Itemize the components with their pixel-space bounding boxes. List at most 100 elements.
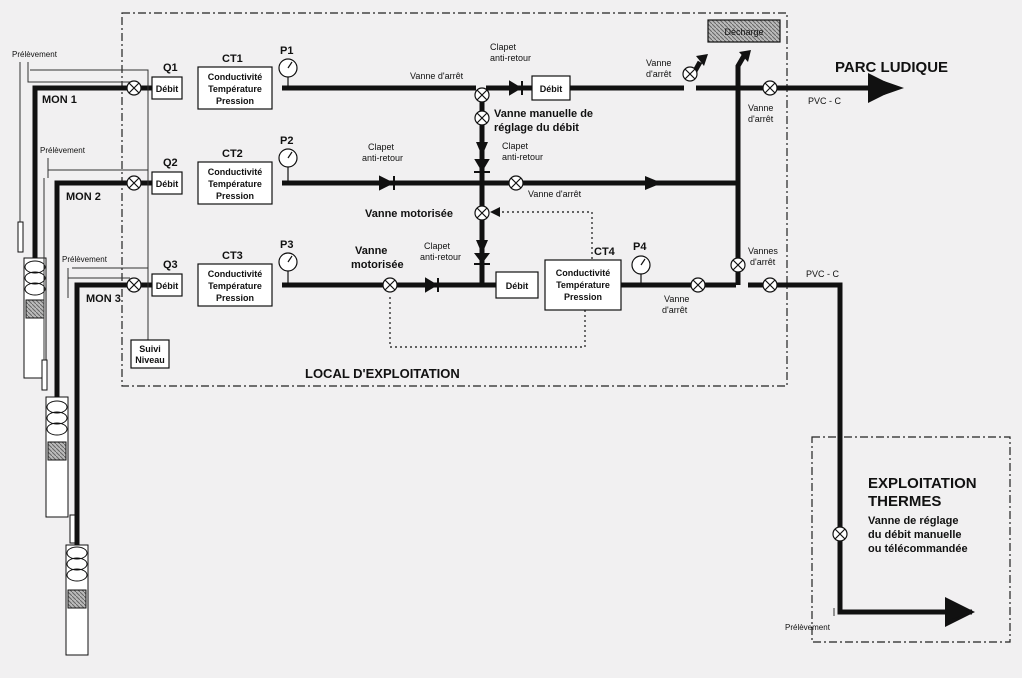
p4-label: P4 bbox=[633, 241, 647, 253]
check-valve-4 bbox=[425, 277, 438, 293]
valve-vannes-1 bbox=[730, 257, 746, 273]
pipe-network bbox=[32, 52, 968, 615]
valve-thermes bbox=[832, 526, 848, 542]
gauge-p3 bbox=[278, 252, 298, 285]
thermes-frame bbox=[811, 436, 1011, 643]
mon3-label: MON 3 bbox=[86, 293, 121, 305]
ct4-label: CT4 bbox=[594, 246, 616, 258]
arret-label-decharge: d'arrêt bbox=[646, 69, 672, 79]
debit-label-2: Débit bbox=[156, 179, 179, 189]
decharge-label: Décharge bbox=[724, 27, 763, 37]
pvc-label-2: PVC - C bbox=[806, 269, 840, 279]
thermes-title-2: THERMES bbox=[868, 493, 941, 510]
ct2-line1: Conductivité bbox=[208, 167, 263, 177]
arrow-line2 bbox=[645, 176, 662, 190]
ct1-line2: Température bbox=[208, 84, 262, 94]
clapet-label-1b: anti-retour bbox=[490, 53, 531, 63]
prelevement-2: Prélèvement bbox=[40, 146, 86, 155]
arrow-decharge-1 bbox=[696, 54, 708, 66]
arrow-down-2 bbox=[476, 240, 488, 254]
suivi-niveau-box bbox=[130, 339, 170, 369]
vanne-manuelle-1: Vanne manuelle de bbox=[494, 108, 593, 120]
ct3-line1: Conductivité bbox=[208, 269, 263, 279]
vanne-label-parc: Vanne bbox=[748, 103, 773, 113]
vanne-arret-label-1: Vanne d'arrêt bbox=[410, 71, 464, 81]
niveau-label: Niveau bbox=[135, 355, 165, 365]
valve-arret-decharge bbox=[682, 66, 698, 82]
control-lines bbox=[389, 211, 593, 348]
mon1-label: MON 1 bbox=[42, 94, 77, 106]
arrow-parc bbox=[884, 81, 904, 95]
boxes bbox=[130, 19, 781, 369]
clapet-label-2b: anti-retour bbox=[502, 152, 543, 162]
debit-box-1 bbox=[151, 76, 183, 100]
ct4-line1: Conductivité bbox=[556, 268, 611, 278]
ct3-line3: Pression bbox=[216, 293, 254, 303]
motorisee-label-3: motorisée bbox=[351, 259, 404, 271]
debit-label-1: Débit bbox=[156, 84, 179, 94]
check-valve-2 bbox=[474, 159, 490, 172]
control-arrow bbox=[490, 207, 500, 217]
q2-label: Q2 bbox=[163, 157, 178, 169]
valve-motorisee-3 bbox=[382, 277, 398, 293]
pvc-label-1: PVC - C bbox=[808, 96, 842, 106]
valve-arret-1 bbox=[474, 87, 490, 103]
well-mon3 bbox=[65, 514, 89, 656]
thermes-title-1: EXPLOITATION bbox=[868, 475, 977, 492]
clapet-label-3b: anti-retour bbox=[362, 153, 403, 163]
prelevement-4: Prélèvement bbox=[785, 623, 831, 632]
p3-label: P3 bbox=[280, 239, 293, 251]
valve-arret-parc bbox=[762, 80, 778, 96]
vannes-label: Vannes bbox=[748, 246, 778, 256]
debit-label-3: Débit bbox=[156, 281, 179, 291]
thermes-valve-2: du débit manuelle bbox=[868, 529, 962, 541]
clapet-label-4b: anti-retour bbox=[420, 252, 461, 262]
gauges bbox=[278, 58, 651, 285]
valve-arret-2 bbox=[508, 175, 524, 191]
arrow-thermes bbox=[952, 605, 972, 619]
vanne-motorisee-label: Vanne motorisée bbox=[365, 208, 453, 220]
ct3-label: CT3 bbox=[222, 250, 243, 262]
ct2-line3: Pression bbox=[216, 191, 254, 201]
valve-q2 bbox=[126, 175, 142, 191]
suivi-label: Suivi bbox=[139, 344, 161, 354]
well-mon1 bbox=[17, 221, 47, 379]
valve-manuelle bbox=[474, 110, 490, 126]
ct4-line3: Pression bbox=[564, 292, 602, 302]
decharge-box bbox=[707, 19, 781, 43]
debit-box-2 bbox=[151, 171, 183, 195]
local-exploitation-title: LOCAL D'EXPLOITATION bbox=[305, 366, 460, 381]
ct1-line3: Pression bbox=[216, 96, 254, 106]
valve-vannes-2 bbox=[762, 277, 778, 293]
check-valve-5 bbox=[474, 253, 490, 264]
check-valve-3 bbox=[379, 175, 395, 191]
ct2-label: CT2 bbox=[222, 148, 243, 160]
q3-label: Q3 bbox=[163, 259, 178, 271]
sampling-lines bbox=[19, 62, 835, 616]
ct-box-3 bbox=[197, 263, 273, 307]
valves bbox=[126, 66, 848, 542]
gauge-p1 bbox=[278, 58, 298, 88]
arret-label-parc: d'arrêt bbox=[748, 114, 774, 124]
well-mon2 bbox=[41, 359, 69, 518]
clapet-label-2a: Clapet bbox=[502, 141, 529, 151]
vanne-label-3b: Vanne bbox=[664, 294, 689, 304]
check-valves bbox=[379, 80, 523, 293]
parc-ludique-title: PARC LUDIQUE bbox=[835, 59, 948, 76]
debit-box-5 bbox=[495, 271, 539, 299]
clapet-label-1a: Clapet bbox=[490, 42, 517, 52]
debit-box-3 bbox=[151, 273, 183, 297]
debit-box-4 bbox=[531, 75, 571, 101]
arrow-down-1 bbox=[476, 142, 488, 156]
gauge-p2 bbox=[278, 148, 298, 183]
vanne-label-3: Vanne bbox=[355, 245, 387, 257]
mon2-label: MON 2 bbox=[66, 191, 101, 203]
prelevement-1: Prélèvement bbox=[12, 50, 58, 59]
thermes-valve-3: ou télécommandée bbox=[868, 543, 968, 555]
valve-q3 bbox=[126, 277, 142, 293]
ct-box-4 bbox=[544, 259, 622, 311]
debit-label-4: Débit bbox=[540, 84, 563, 94]
ct1-label: CT1 bbox=[222, 53, 243, 65]
clapet-label-4a: Clapet bbox=[424, 241, 451, 251]
